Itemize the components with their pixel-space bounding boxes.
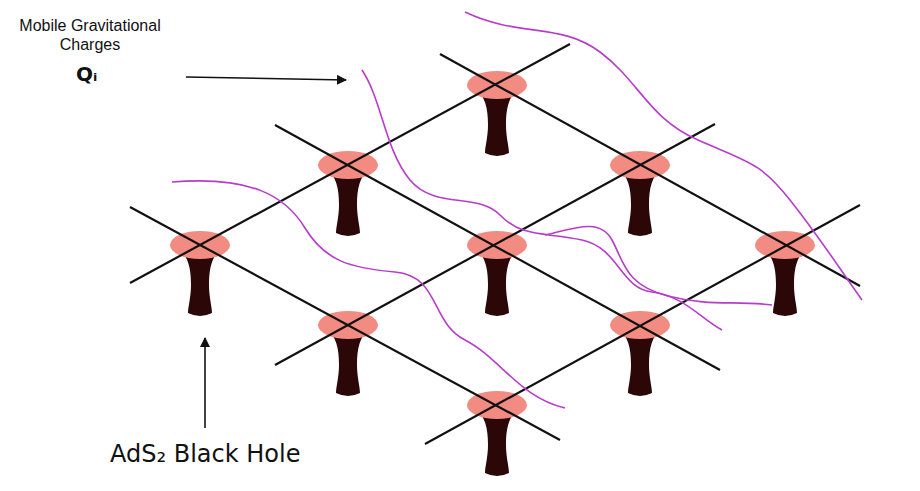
- callout-text: Mobile Gravitational Charges: [6, 16, 174, 54]
- callout-text: AdS₂ Black Hole: [110, 440, 370, 469]
- charge-symbol: Qᵢ: [76, 62, 116, 86]
- lattice-lines: [130, 44, 860, 444]
- charge-worldlines: [172, 12, 862, 408]
- pointer-arrows: [186, 77, 346, 428]
- black-hole-funnels: [170, 71, 815, 476]
